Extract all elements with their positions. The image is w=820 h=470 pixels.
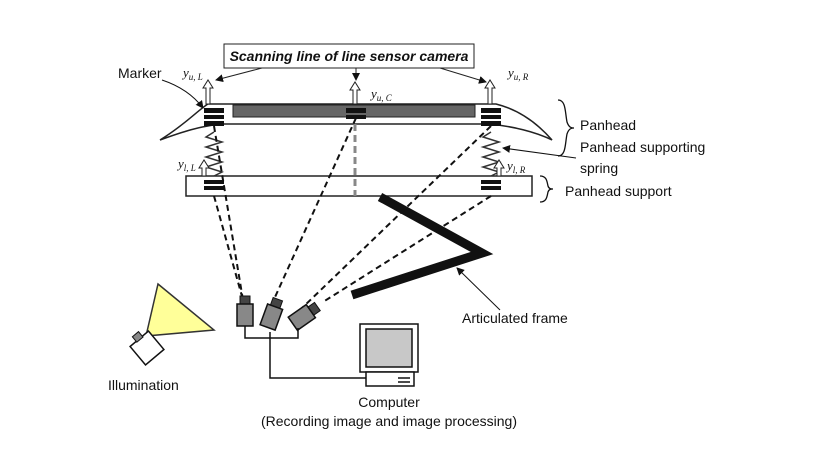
title-text: Scanning line of line sensor camera bbox=[230, 48, 469, 64]
label-panhead-spring-1: Panhead supporting bbox=[580, 139, 705, 155]
label-computer-sub: (Recording image and image processing) bbox=[261, 413, 517, 429]
label-panhead: Panhead bbox=[580, 117, 636, 133]
marker-upper-right bbox=[481, 108, 501, 126]
marker-lower-right bbox=[481, 180, 501, 190]
support-brace bbox=[539, 175, 554, 203]
camera-left bbox=[236, 295, 254, 327]
panhead-brace bbox=[557, 99, 575, 157]
camera-wiring bbox=[244, 326, 299, 339]
displacement-arrow-yuC bbox=[349, 81, 361, 105]
camera-right bbox=[287, 301, 321, 332]
spring-pointer bbox=[502, 144, 577, 159]
marker-upper-center bbox=[346, 108, 366, 119]
spring-left bbox=[203, 131, 225, 177]
title-pointer-right bbox=[439, 67, 487, 84]
label-panhead-support: Panhead support bbox=[565, 183, 672, 199]
scanning-lines bbox=[213, 117, 492, 310]
title-box bbox=[223, 43, 475, 69]
symbol-yuC: yu, C bbox=[369, 86, 393, 103]
marker-lower-left bbox=[204, 180, 224, 190]
marker-upper-left bbox=[204, 108, 224, 126]
displacement-arrow-yuL bbox=[202, 79, 214, 105]
marker-pointer bbox=[161, 79, 204, 109]
displacement-arrow-ylR bbox=[493, 159, 505, 177]
illumination-lamp-icon bbox=[129, 330, 165, 366]
symbol-yuR: yu, R bbox=[506, 65, 529, 82]
displacement-arrow-yuR bbox=[484, 79, 496, 105]
illumination-beam bbox=[145, 282, 216, 337]
label-articulated-frame: Articulated frame bbox=[462, 310, 568, 326]
spring-right bbox=[480, 131, 502, 177]
symbol-ylL: yl, L bbox=[176, 156, 196, 173]
label-marker: Marker bbox=[118, 65, 162, 81]
label-panhead-spring-2: spring bbox=[580, 160, 618, 176]
panhead-support-bar bbox=[185, 175, 533, 197]
displacement-arrow-ylL bbox=[198, 159, 210, 177]
computer-cable bbox=[269, 338, 366, 379]
frame-pointer bbox=[456, 267, 501, 311]
symbol-yuL: yu, L bbox=[181, 65, 203, 82]
articulated-frame bbox=[350, 193, 494, 300]
title-pointer-left bbox=[215, 67, 263, 83]
label-computer: Computer bbox=[358, 394, 420, 410]
label-illumination: Illumination bbox=[108, 377, 179, 393]
camera-center bbox=[259, 296, 284, 332]
computer-icon bbox=[359, 323, 419, 387]
symbol-ylR: yl, R bbox=[505, 158, 526, 175]
